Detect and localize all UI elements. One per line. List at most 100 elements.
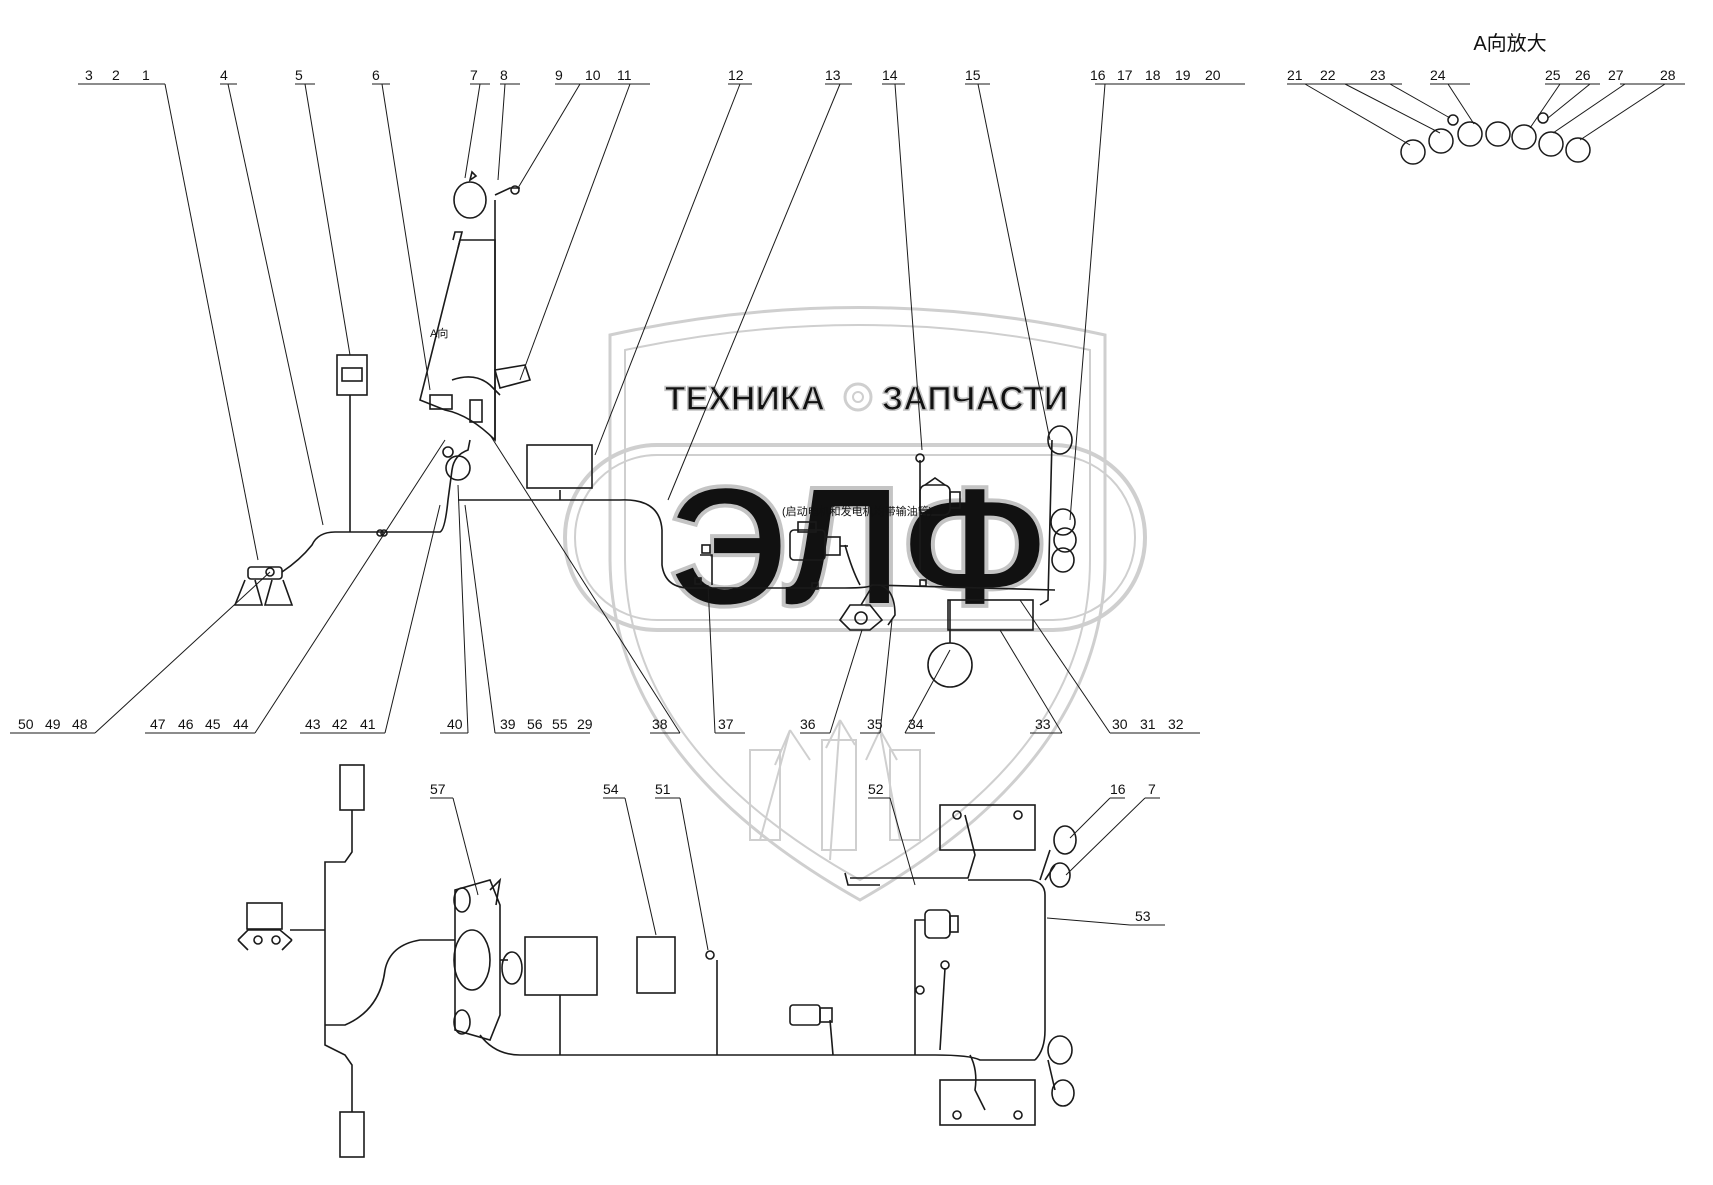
rear-lamps-icon: [1047, 425, 1077, 573]
battery-box-33: [947, 599, 1034, 631]
watermark-text-2: ЗАПЧАСТИ: [882, 380, 1068, 418]
lamp-7-lower: [1049, 862, 1071, 888]
lamp-rear-1: [1047, 1035, 1073, 1065]
watermark-shield-inner: [624, 324, 1091, 882]
callout-bottom-42: 42: [332, 716, 348, 732]
callout-gauges-23: 23: [1370, 67, 1386, 83]
callout-lower-53: 53: [1135, 908, 1151, 924]
starter-motor-lower-icon: [789, 1004, 833, 1026]
callout-top-18: 18: [1145, 67, 1161, 83]
callout-top-4: 4: [220, 67, 228, 83]
indicator-icon: [1447, 114, 1459, 126]
callout-top-11: 11: [617, 67, 632, 83]
callout-top-6: 6: [372, 67, 380, 83]
round-component-34: [927, 642, 973, 688]
gauge-icon: [1428, 128, 1454, 154]
watermark-shield: [608, 306, 1107, 902]
view-title: A向放大: [1473, 32, 1546, 55]
callout-lower-7: 7: [1148, 781, 1156, 797]
callout-bottom-36: 36: [800, 716, 816, 732]
callout-lower-57: 57: [430, 781, 446, 797]
gear-icon-center: [852, 391, 864, 403]
side-lamp-bottom: [339, 1111, 365, 1158]
callout-lower-52: 52: [868, 781, 884, 797]
watermark-logo: ЭЛФ: [669, 452, 1048, 642]
leader-lines: [10, 83, 1685, 951]
callout-bottom-30: 30: [1112, 716, 1128, 732]
callout-bottom-40: 40: [447, 716, 463, 732]
callout-gauges-25: 25: [1545, 67, 1561, 83]
callout-bottom-45: 45: [205, 716, 221, 732]
callout-bottom-32: 32: [1168, 716, 1184, 732]
beacon-icon: [445, 455, 471, 481]
callout-top-7: 7: [470, 67, 478, 83]
callout-bottom-56: 56: [527, 716, 543, 732]
callout-bottom-31: 31: [1140, 716, 1156, 732]
dashboard-panel: [453, 877, 502, 1041]
alternator-lower-icon: [924, 909, 959, 939]
callout-top-5: 5: [295, 67, 303, 83]
relay-box-icon: [336, 354, 368, 396]
gauge-icon: [1511, 124, 1537, 150]
callout-bottom-29: 29: [577, 716, 593, 732]
box-54: [636, 936, 676, 994]
head-lamp-icon: [453, 170, 487, 219]
callout-lower-16: 16: [1110, 781, 1126, 797]
callout-bottom-48: 48: [72, 716, 88, 732]
callout-top-14: 14: [882, 67, 898, 83]
callout-bottom-37: 37: [718, 716, 734, 732]
horn-icon: [233, 566, 294, 606]
callout-bottom-47: 47: [150, 716, 166, 732]
lamp-16-lower: [1053, 825, 1077, 855]
callout-bottom-35: 35: [867, 716, 883, 732]
callout-top-10: 10: [585, 67, 601, 83]
callout-bottom-46: 46: [178, 716, 194, 732]
callout-bottom-44: 44: [233, 716, 249, 732]
callout-gauges-21: 21: [1287, 67, 1303, 83]
callout-bottom-33: 33: [1035, 716, 1051, 732]
callout-gauges-22: 22: [1320, 67, 1336, 83]
callout-top-1: 1: [142, 67, 150, 83]
callout-bottom-55: 55: [552, 716, 568, 732]
control-box-lower: [524, 936, 598, 996]
lamp-rear-2: [1051, 1079, 1075, 1107]
sensor-icon-36: [838, 604, 884, 631]
upper-assembly: [233, 170, 1077, 688]
callout-bottom-50: 50: [18, 716, 34, 732]
callout-bottom-43: 43: [305, 716, 321, 732]
callout-gauges-24: 24: [1430, 67, 1446, 83]
horn-box-lower: [246, 902, 283, 930]
gauge-icon: [1485, 121, 1511, 147]
gauge-icon: [1538, 131, 1564, 157]
gauge-icon: [1457, 121, 1483, 147]
gauge-icon: [1565, 137, 1591, 163]
starter-motor-icon: [789, 521, 848, 561]
view-a-label: A向: [430, 326, 448, 340]
side-lamp-top: [339, 764, 365, 811]
battery-top: [939, 804, 1036, 851]
mirror-icon: [501, 951, 523, 985]
callout-lower-51: 51: [655, 781, 671, 797]
callout-top-16: 16: [1090, 67, 1106, 83]
gear-icon: [843, 382, 873, 412]
callout-gauges-26: 26: [1575, 67, 1591, 83]
callout-bottom-39: 39: [500, 716, 516, 732]
callout-lower-54: 54: [603, 781, 619, 797]
callout-top-15: 15: [965, 67, 981, 83]
callout-top-12: 12: [728, 67, 744, 83]
callout-top-8: 8: [500, 67, 508, 83]
control-box-12: [526, 444, 593, 489]
callout-top-13: 13: [825, 67, 841, 83]
battery-bottom: [939, 1079, 1036, 1126]
starter-note: (启动电机和发电机均带输油管): [782, 504, 932, 518]
callout-bottom-38: 38: [652, 716, 668, 732]
gauge-icon: [1400, 139, 1426, 165]
gauge-cluster: [1400, 112, 1591, 165]
callout-top-17: 17: [1117, 67, 1133, 83]
callout-top-20: 20: [1205, 67, 1221, 83]
callout-bottom-34: 34: [908, 716, 924, 732]
watermark-text-1: ТЕХНИКА: [665, 380, 825, 418]
